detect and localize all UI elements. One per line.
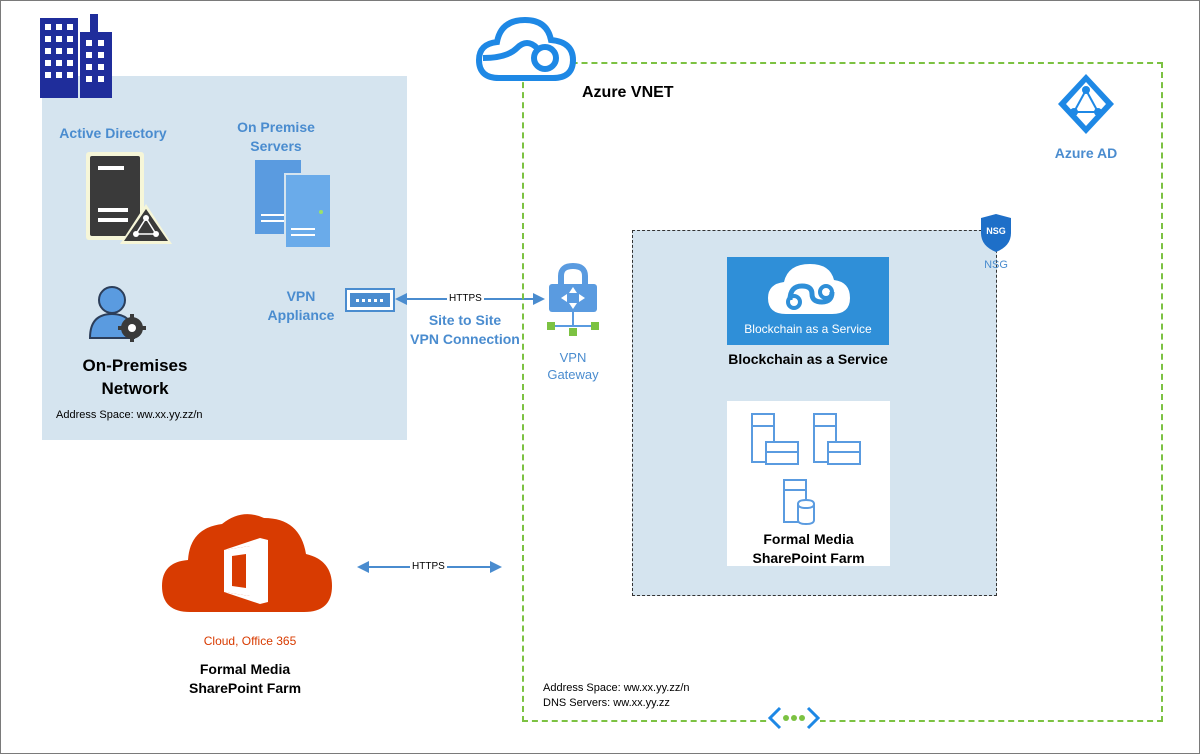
azure-farm-line1: Formal Media [763,531,854,547]
site-to-site-line1: Site to Site [428,312,502,328]
on-premises-network-line1: On-Premises [82,356,188,375]
office365-farm-line1: Formal Media [199,661,291,677]
azure-ad-label: Azure AD [1054,145,1118,161]
on-premise-servers-label: On Premise Servers [226,118,326,156]
sharepoint-servers-icon [751,413,861,526]
office365-cloud-label: Cloud, Office 365 [203,634,297,648]
azure-vnet-boundary [522,62,1163,722]
nsg-badge-text: NSG [986,226,1006,236]
vpn-appliance-label: VPN Appliance [256,287,346,325]
on-premises-address-space: Address Space: ww.xx.yy.zz/n [56,409,203,421]
vpn-gateway-line1: VPN [559,350,587,365]
office365-farm-line2: SharePoint Farm [188,680,302,696]
site-to-site-line2: VPN Connection [410,331,520,347]
on-premises-network-line2: Network [101,379,169,398]
vnet-dns-servers: DNS Servers: ww.xx.yy.zz [543,697,670,709]
blockchain-cloud-icon [768,264,850,314]
on-premise-servers-line1: On Premise [237,119,315,135]
site-to-site-label: Site to Site VPN Connection [404,311,526,349]
blockchain-service-title: Blockchain as a Service [728,351,888,367]
azure-sharepoint-farm-title: Formal Media SharePoint Farm [727,530,890,568]
azure-vnet-title: Azure VNET [582,84,674,101]
vpn-gateway-label: VPN Gateway [538,349,608,383]
on-premise-servers-line2: Servers [250,138,302,154]
vnet-address-space: Address Space: ww.xx.yy.zz/n [543,682,690,694]
office365-sharepoint-farm-title: Formal Media SharePoint Farm [168,660,322,698]
on-premises-panel [42,76,407,440]
azure-ad-icon [1058,74,1114,134]
office365-cloud-icon [162,514,332,612]
nsg-shield-icon [981,214,1011,252]
vpn-gateway-icon [547,262,599,336]
active-directory-server-icon [86,152,172,244]
vnet-peering-icon [767,706,821,730]
https-top-label: HTTPS [447,293,484,304]
office-building-icon [40,14,112,98]
vpn-gateway-line2: Gateway [547,367,599,382]
https-bottom-label: HTTPS [410,561,447,572]
on-premises-network-title: On-Premises Network [60,354,210,400]
user-settings-icon [88,286,146,342]
azure-farm-line2: SharePoint Farm [752,550,865,566]
on-premise-servers-icon [255,160,332,249]
nsg-label: NSG [984,259,1008,271]
sharepoint-farm-tile [727,401,890,566]
vpn-appliance-line2: Appliance [267,307,335,323]
vpn-appliance-icon [345,288,395,312]
active-directory-label: Active Directory [59,125,167,141]
vpn-appliance-line1: VPN [286,288,316,304]
blockchain-tile-caption: Blockchain as a Service [744,322,872,336]
azure-cloud-icon [475,16,577,81]
